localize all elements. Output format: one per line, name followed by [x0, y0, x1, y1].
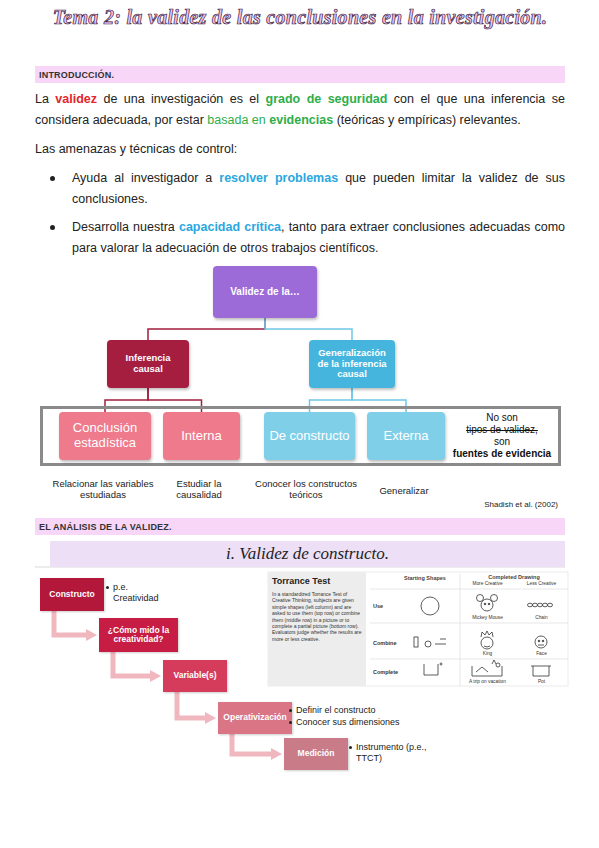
node-text: Medición	[298, 749, 335, 758]
flow-arrow	[177, 692, 206, 718]
text-wrap: ¿Cómo mido la creatividad?	[102, 626, 175, 645]
node-text: Validez de la…	[230, 286, 299, 298]
node-text: INTRODUCCIÓN.	[39, 70, 114, 80]
paragraph-text: evidencias	[269, 113, 333, 127]
paragraph: La validez de una investigación es el gr…	[35, 89, 565, 131]
cell-caption: A trip on vacation	[460, 679, 515, 685]
figure-title: Torrance Test	[272, 576, 364, 587]
text-wrap: Operativización	[223, 713, 286, 722]
text-wrap: Generalización de la inferencia causal	[313, 348, 391, 381]
bullet-note: p.e. Creatividad	[113, 582, 175, 604]
paragraph-text: Ayuda al investigador a	[72, 171, 212, 185]
row-header: Combine	[373, 640, 405, 647]
paragraph-text: Desarrolla nuestra	[72, 220, 175, 234]
bullet-note: Instrumento (p.e., TTCT)	[356, 742, 428, 764]
section-band: EL ANÁLISIS DE LA VALIDEZ.	[35, 518, 565, 535]
column-header: More Creative	[460, 581, 515, 587]
text-wrap: EL ANÁLISIS DE LA VALIDEZ.	[39, 522, 172, 532]
cell-caption: Chain	[515, 615, 568, 621]
cell-caption: Mickey Mouse	[460, 615, 515, 621]
node-text: Externa	[384, 429, 429, 444]
branch-box: Generalización de la inferencia causal	[309, 340, 395, 388]
bullet-note: Definir el constructo	[296, 705, 426, 716]
text-wrap: Medición	[298, 749, 335, 758]
row-header: Complete	[373, 669, 405, 676]
paragraph-text: de una investigación es el	[103, 92, 259, 106]
caption-text: Conocer los constructos teóricos	[250, 478, 362, 501]
paragraph-text: La	[35, 92, 49, 106]
step-box: Medición	[284, 738, 348, 770]
bullet-item: Desarrolla nuestra capacidad crítica, ta…	[72, 217, 565, 259]
tree-connector	[265, 318, 352, 340]
branch-box: Inferencia causal	[107, 340, 189, 388]
node-text: Interna	[181, 429, 221, 444]
text-wrap: Inferencia causal	[111, 353, 185, 375]
note-text: No sontipos de validez,sonfuentes de evi…	[448, 412, 556, 460]
paragraph-text: validez	[55, 92, 97, 106]
caption-text: Generalizar	[364, 485, 444, 496]
text-wrap: i. Validez de constructo.	[226, 544, 389, 564]
step-box: ¿Cómo mido la creatividad?	[99, 618, 178, 652]
caption-text: Estudiar la causalidad	[160, 478, 238, 501]
text-wrap: INTRODUCCIÓN.	[39, 70, 114, 80]
flow-arrow	[54, 611, 87, 635]
column-header: Starting Shapes	[390, 575, 460, 582]
cell-caption: King	[460, 651, 515, 657]
paragraph-text: capacidad crítica	[179, 220, 281, 234]
cell-caption: Pot	[515, 679, 568, 685]
tree-connector	[148, 318, 265, 340]
text-wrap: Constructo	[49, 590, 94, 599]
node-text: EL ANÁLISIS DE LA VALIDEZ.	[39, 522, 172, 532]
node-text: Operativización	[223, 713, 286, 722]
paragraph-text: grado de seguridad	[266, 92, 388, 106]
node-text: Conclusión estadística	[63, 421, 147, 451]
validity-box: De constructo	[264, 412, 355, 460]
node-text: ¿Cómo mido la creatividad?	[102, 626, 175, 645]
paragraph-text: Las amenazas y técnicas de control:	[35, 142, 237, 156]
flow-arrow	[232, 734, 272, 754]
node-text: No son	[448, 412, 556, 424]
step-box: Variable(s)	[163, 660, 227, 692]
paragraph-text: (teóricas y empíricas) relevantes.	[337, 113, 521, 127]
text-wrap: Validez de la…	[230, 286, 299, 298]
validity-box: Externa	[367, 412, 445, 460]
paragraph-text: resolver problemas	[219, 171, 338, 185]
node-text: tipos de validez,	[448, 424, 556, 436]
bullet-note: Conocer sus dimensiones	[296, 717, 426, 728]
text-wrap: Externa	[384, 429, 429, 444]
step-box: Operativización	[218, 702, 292, 734]
text-wrap: Interna	[181, 429, 221, 444]
text-wrap: De constructo	[269, 429, 349, 444]
caption-text: Relacionar las variables estudiadas	[48, 478, 158, 501]
section-band: INTRODUCCIÓN.	[35, 66, 565, 83]
text-wrap: Variable(s)	[174, 671, 217, 680]
paragraph-text: basada en	[207, 113, 265, 127]
node-text: son	[448, 436, 556, 448]
citation: Shadish et al. (2002)	[430, 500, 558, 510]
node-text: Variable(s)	[174, 671, 217, 680]
column-header: Less Creative	[515, 581, 568, 587]
validity-box: Interna	[163, 412, 240, 460]
paragraph: Las amenazas y técnicas de control:	[35, 139, 565, 160]
figure-description: In a standardized Torrance Test of Creat…	[272, 591, 363, 642]
root-box: Validez de la…	[213, 266, 317, 318]
flow-arrow	[113, 652, 151, 676]
page-title: Tema 2: la validez de las conclusiones e…	[20, 6, 580, 29]
node-text: i. Validez de constructo.	[226, 544, 389, 564]
subsection-band: i. Validez de constructo.	[50, 541, 565, 567]
node-text: De constructo	[269, 429, 349, 444]
bullet-item: Ayuda al investigador a resolver problem…	[72, 168, 565, 210]
validity-box: Conclusión estadística	[59, 412, 151, 460]
node-text: Inferencia causal	[111, 353, 185, 375]
node-text: fuentes de evidencia	[448, 448, 556, 460]
text-wrap: Conclusión estadística	[63, 421, 147, 451]
node-text: Constructo	[49, 590, 94, 599]
step-box: Constructo	[40, 578, 104, 611]
row-header: Use	[373, 603, 405, 610]
column-header: Completed Drawing	[460, 574, 568, 581]
group-frame: No sontipos de validez,sonfuentes de evi…	[40, 406, 561, 466]
node-text: Generalización de la inferencia causal	[313, 348, 391, 381]
cell-caption: Face	[515, 651, 568, 657]
